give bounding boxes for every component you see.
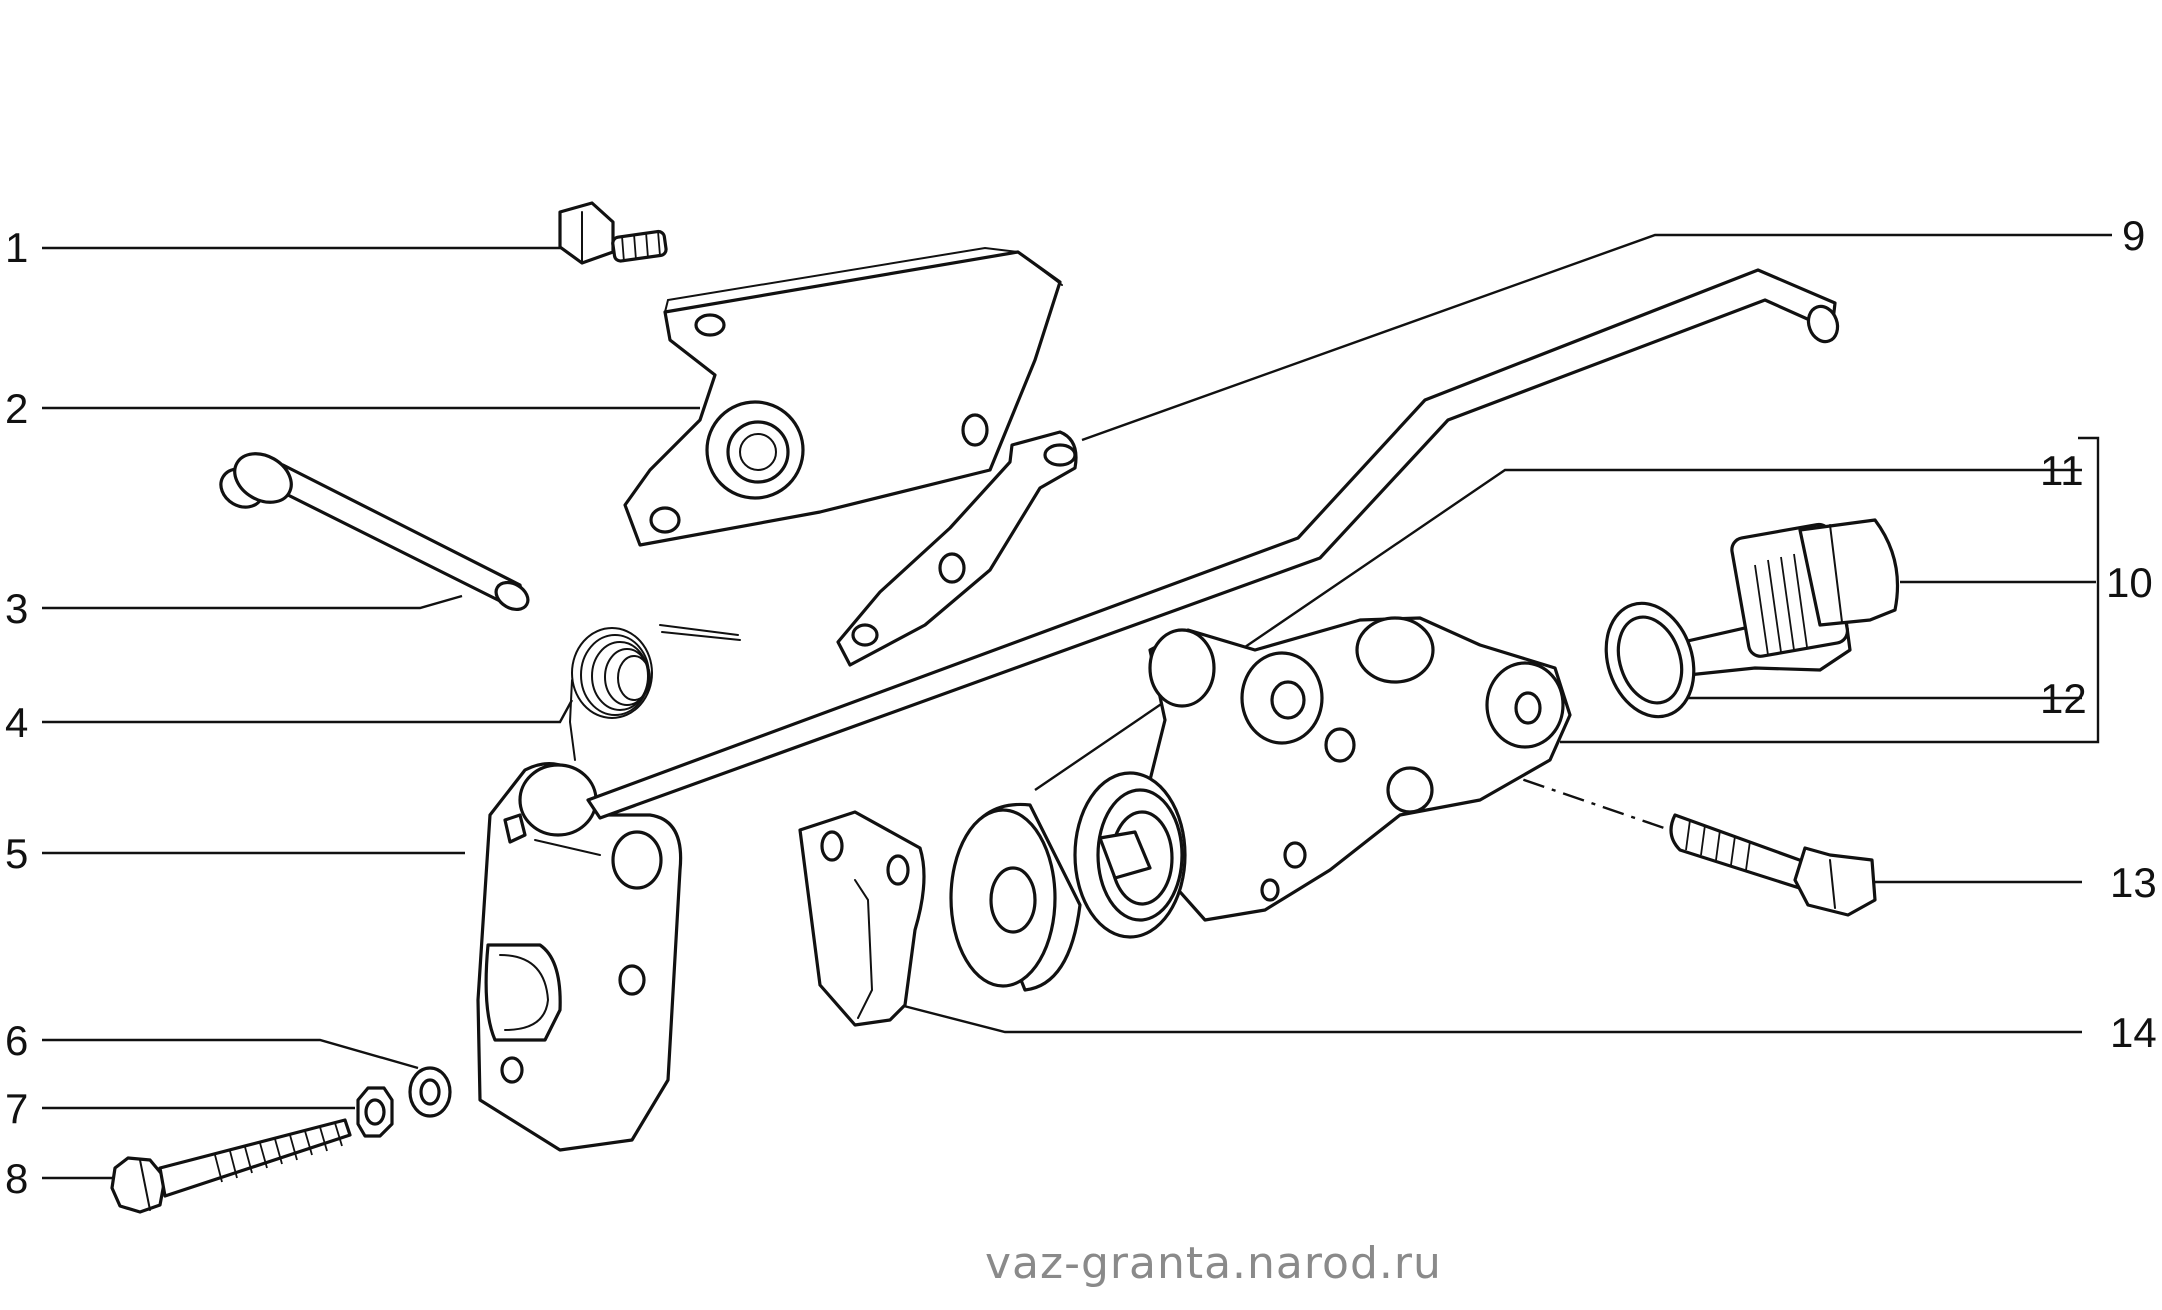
callout-numbers: 1 2 3 4 5 6 7 8 9 10 11 12 13 14 <box>5 212 2157 1202</box>
part-7-nut <box>356 1086 394 1138</box>
part-14-bracket <box>798 810 926 1027</box>
callout-1: 1 <box>5 224 28 271</box>
leader-9 <box>1081 233 2112 442</box>
axis-bolt-13 <box>1284 696 1671 832</box>
callout-14: 14 <box>2110 1009 2157 1056</box>
part-4-spring <box>568 624 741 761</box>
part-11-cap <box>949 802 1082 992</box>
callout-7: 7 <box>5 1085 28 1132</box>
callout-5: 5 <box>5 830 28 877</box>
leader-3 <box>42 594 463 610</box>
part-8-bolt <box>110 1118 352 1214</box>
part-13-bolt <box>1669 813 1877 917</box>
part-11-valve-body <box>1073 616 1572 939</box>
leader-14 <box>899 1003 2082 1034</box>
part-5-lever <box>476 762 683 1152</box>
leader-lines <box>42 233 2112 1180</box>
callout-3: 3 <box>5 585 28 632</box>
callout-8: 8 <box>5 1155 28 1202</box>
part-2-bracket <box>623 246 1063 547</box>
leader-6 <box>42 1038 419 1070</box>
part-3-pin <box>219 452 530 612</box>
callout-12: 12 <box>2040 675 2087 722</box>
part-10-valve-plug <box>1639 518 1899 686</box>
part-9-rod <box>586 268 1840 820</box>
part-9-small-bracket <box>836 430 1078 667</box>
callout-10: 10 <box>2106 559 2153 606</box>
callout-13: 13 <box>2110 859 2157 906</box>
callout-11: 11 <box>2040 447 2084 494</box>
callout-4: 4 <box>5 699 28 746</box>
callout-2: 2 <box>5 385 28 432</box>
watermark-text: vaz-granta.narod.ru <box>985 1238 1442 1289</box>
callout-9: 9 <box>2122 212 2145 259</box>
bracket-10 <box>1560 436 2100 744</box>
part-12-washer <box>1604 601 1696 719</box>
leader-4 <box>42 699 574 724</box>
part-6-washer <box>408 1066 452 1118</box>
callout-6: 6 <box>5 1017 28 1064</box>
part-1-bolt <box>558 201 668 265</box>
